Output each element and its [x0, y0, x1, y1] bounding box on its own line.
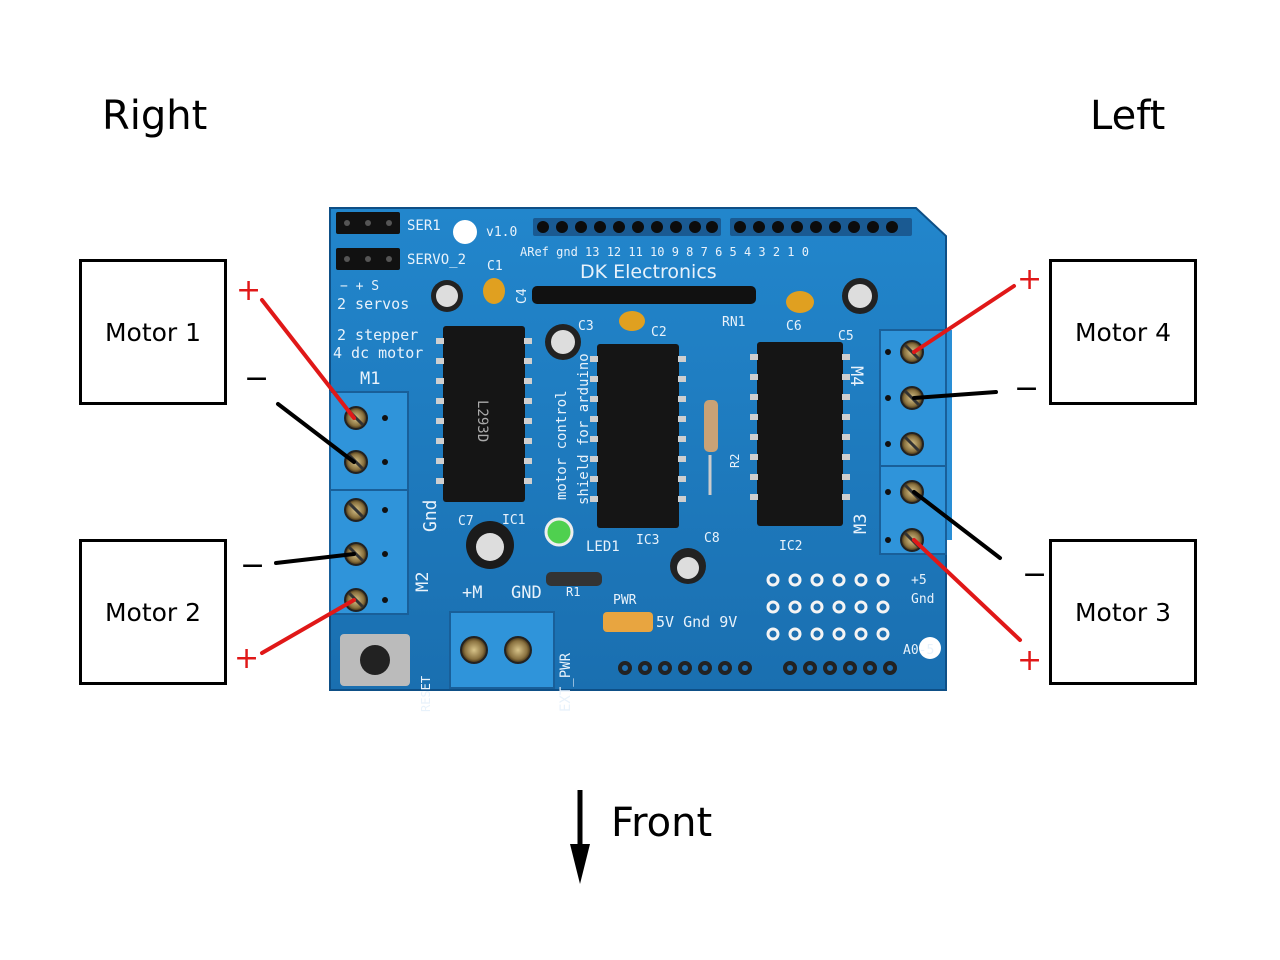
- silk-ext-pwr: EXT_PWR: [558, 652, 574, 712]
- silk-plus5: +5: [911, 573, 927, 588]
- silk-m2: M2: [413, 572, 433, 592]
- silk-r2: R2: [728, 454, 742, 468]
- silk-brand: DK Electronics: [580, 261, 717, 283]
- mount-hole: [919, 637, 941, 659]
- silk-servo-pins: − + S: [340, 279, 379, 294]
- wire-m4-plus: [912, 284, 1016, 354]
- wire-m2-minus: [274, 552, 356, 565]
- terminal-block-left: [329, 391, 409, 615]
- chip-label: L293D: [474, 400, 490, 442]
- resistors: [546, 400, 718, 586]
- silk-pwr: PWR: [613, 593, 637, 608]
- silk-r1: R1: [566, 585, 580, 599]
- silk-servo2: SERVO_2: [407, 252, 466, 268]
- silk-ser1: SER1: [407, 218, 441, 234]
- header-top-left: [533, 218, 721, 236]
- silk-motor-control: motor control: [554, 390, 570, 500]
- motor-3-minus-mark: −: [1022, 557, 1048, 592]
- silk-m1: M1: [360, 369, 380, 389]
- wire-m2-plus: [260, 598, 356, 655]
- wire-m4-minus: [912, 390, 998, 400]
- silk-dc: 4 dc motor: [333, 344, 423, 362]
- chip-ic3: [590, 344, 686, 528]
- silk-c3: C3: [578, 319, 594, 334]
- silk-m3: M3: [851, 514, 871, 534]
- capacitors: [431, 278, 878, 632]
- silk-ic2: IC2: [779, 539, 802, 554]
- motor-1-box: Motor 1: [79, 259, 227, 405]
- reset-button-graphic: [340, 634, 410, 686]
- silk-power-row: 5V Gnd 9V: [656, 613, 737, 631]
- silk-a05: A0-5: [903, 643, 934, 658]
- wire-m1-plus: [260, 298, 356, 420]
- silk-c7: C7: [458, 514, 474, 529]
- led: [544, 517, 574, 547]
- silk-c6: C6: [786, 319, 802, 334]
- motor-1-minus-mark: −: [244, 361, 270, 396]
- mount-hole: [453, 220, 477, 244]
- analog-header: [766, 573, 890, 641]
- header-top-right: [730, 218, 912, 236]
- silk-version: v1.0: [486, 225, 517, 240]
- silk-servos: 2 servos: [337, 295, 409, 313]
- motor-3-label: Motor 3: [1074, 597, 1172, 627]
- wire-m3-minus: [912, 490, 1002, 560]
- motor-1-plus-mark: +: [236, 273, 262, 308]
- silk-stepper: 2 stepper: [337, 326, 418, 344]
- silk-aref: ARef gnd 13 12 11 10 9 8 7 6 5 4 3 2 1 0: [520, 245, 809, 259]
- silk-plus-m: +M: [462, 583, 482, 603]
- silk-c4: C4: [515, 288, 530, 304]
- silk-ic3: IC3: [636, 533, 659, 548]
- motor-2-box: Motor 2: [79, 539, 227, 685]
- silk-c2: C2: [651, 325, 667, 340]
- motor-2-label: Motor 2: [104, 597, 202, 627]
- bottom-header: [618, 661, 897, 675]
- silk-m4: M4: [846, 366, 866, 386]
- chip-ic2: [750, 342, 850, 526]
- wires: [260, 284, 1022, 655]
- wire-m1-minus: [276, 402, 356, 464]
- silk-ic1: IC1: [502, 513, 525, 528]
- wire-m3-plus: [912, 538, 1022, 642]
- resistor-network: [532, 286, 756, 304]
- silk-gnd2: GND: [511, 583, 542, 603]
- right-side-label: Right: [102, 93, 208, 139]
- motor-4-minus-mark: −: [1014, 371, 1040, 406]
- motor-4-label: Motor 4: [1074, 317, 1172, 347]
- ext-pwr-terminal: [449, 611, 555, 689]
- silk-c1: C1: [487, 259, 503, 274]
- motor-1-label: Motor 1: [104, 317, 202, 347]
- silk-gnd3: Gnd: [911, 592, 934, 607]
- silk-gnd: Gnd: [420, 499, 441, 532]
- silk-c8: C8: [704, 531, 720, 546]
- motor-4-box: Motor 4: [1049, 259, 1197, 405]
- motor-4-plus-mark: +: [1017, 262, 1043, 297]
- chip-ic1: L293D: [436, 326, 532, 502]
- motor-2-plus-mark: +: [234, 641, 260, 676]
- silk-led1: LED1: [586, 539, 620, 555]
- motor-3-box: Motor 3: [1049, 539, 1197, 685]
- motor-3-plus-mark: +: [1017, 643, 1043, 678]
- silk-shield: shield for arduino: [576, 353, 592, 505]
- front-label: Front: [611, 800, 713, 846]
- silk-rn1: RN1: [722, 315, 745, 330]
- terminal-block-right: [879, 329, 947, 555]
- servo-headers: [336, 212, 400, 270]
- silk-c5: C5: [838, 329, 854, 344]
- silk-reset: RESET: [419, 676, 433, 712]
- front-arrow-icon: [570, 790, 590, 884]
- motor-2-minus-mark: −: [240, 548, 266, 583]
- left-side-label: Left: [1090, 93, 1166, 139]
